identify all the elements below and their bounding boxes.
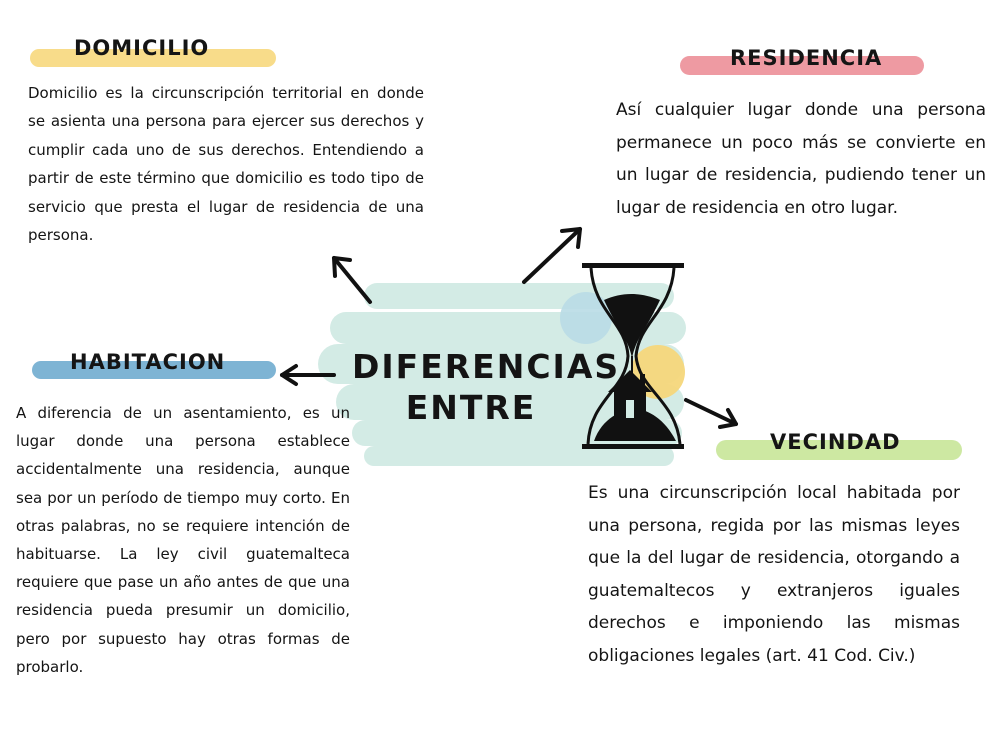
- center-title-line2: ENTRE: [405, 388, 537, 427]
- residencia-text: Así cualquier lugar donde una persona pe…: [616, 100, 986, 218]
- habitacion-text: A diferencia de un asentamiento, es un l…: [16, 404, 350, 676]
- residencia-title: RESIDENCIA: [730, 46, 883, 70]
- habitacion-title: HABITACION: [70, 350, 226, 374]
- residencia-highlight: [680, 56, 924, 75]
- center-title: DIFERENCIAS ENTRE: [352, 347, 621, 427]
- blue-dot: [560, 292, 612, 344]
- habitacion-highlight: [32, 361, 276, 379]
- center-title-line1: DIFERENCIAS: [352, 347, 621, 386]
- vecindad-text: Es una circunscripción local habitada po…: [588, 483, 960, 666]
- arrow-icon: [280, 227, 738, 429]
- domicilio-title: DOMICILIO: [74, 36, 210, 60]
- vecindad-highlight: [716, 440, 962, 460]
- domicilio-highlight: [30, 49, 276, 67]
- house-icon: [608, 370, 652, 418]
- domicilio-text: Domicilio es la circunscripción territor…: [28, 84, 424, 245]
- vecindad-title: VECINDAD: [770, 430, 901, 454]
